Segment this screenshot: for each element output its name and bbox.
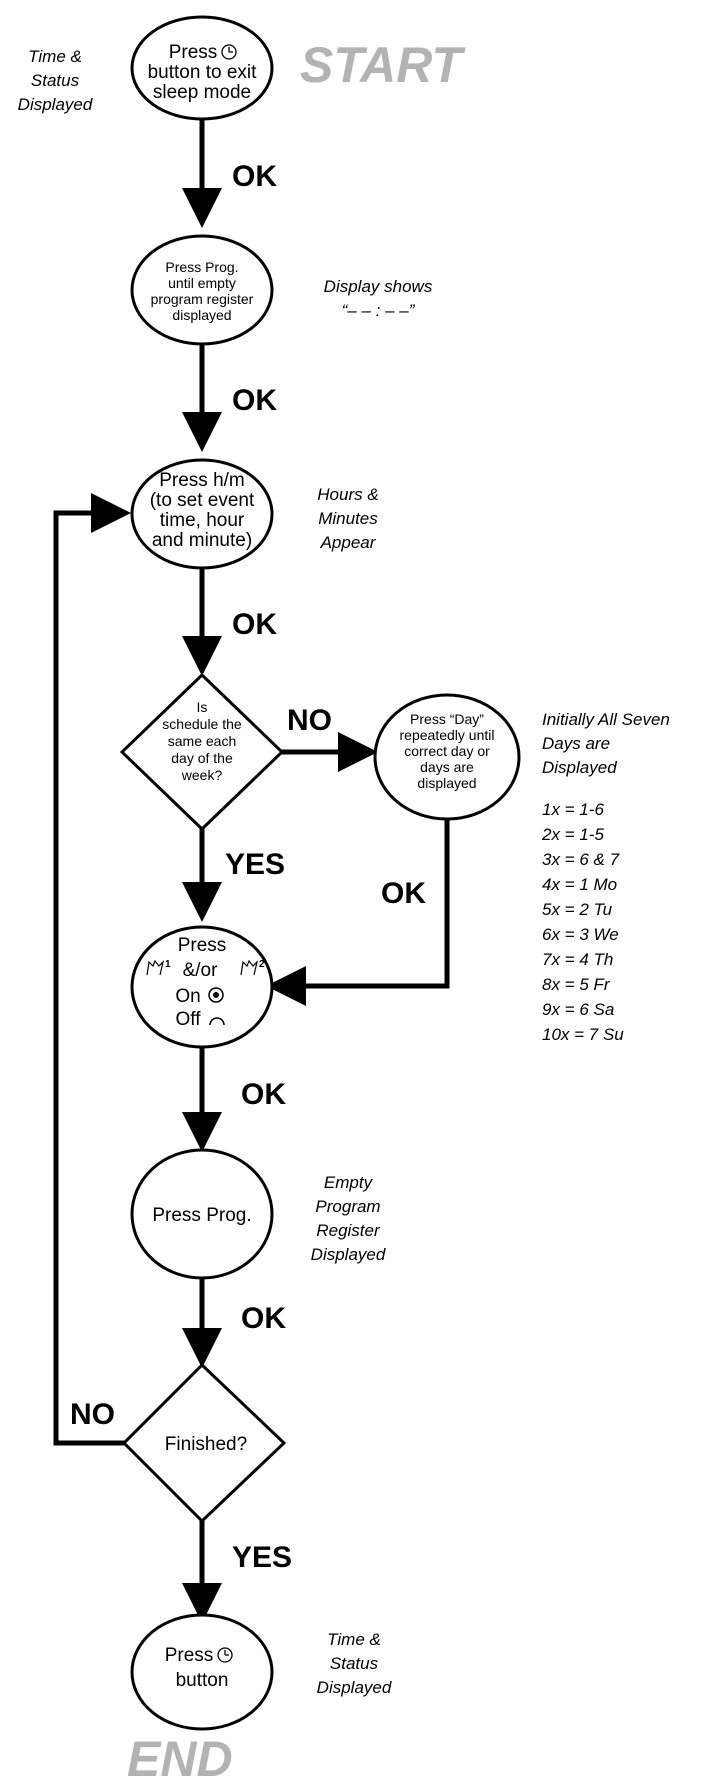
label-no-1: NO [287,704,332,737]
node-press-channel [130,925,274,1049]
clock-icon [221,44,237,60]
label-ok-1: OK [232,160,277,193]
note-hours-minutes-1: Hours & [317,485,378,504]
same-schedule-line-1: Is [197,699,208,715]
end-banner: END [127,1731,233,1781]
press-day-line-5: displayed [417,775,476,791]
node-texts: Press button to exit sleep mode Press Pr… [148,42,495,1691]
note-empty-program-2: Program [315,1197,380,1216]
press-hm-line-4: and minute) [152,530,252,551]
finished-line-1: Finished? [165,1434,247,1455]
note-day-code: 1x = 1-6 [542,800,604,819]
note-empty-program-3: Register [316,1221,381,1240]
label-ok-2: OK [232,384,277,417]
note-day-code: 5x = 2 Tu [542,900,613,919]
note-empty-program-1: Empty [324,1173,374,1192]
exit-sleep-line-1: Press [169,42,218,63]
off-arc-icon [209,1017,225,1026]
same-schedule-line-4: day of the [171,750,233,766]
label-ok-6: OK [241,1302,286,1335]
start-banner: START [300,37,466,93]
node-exit-sleep [130,15,274,121]
svg-text:1: 1 [165,959,171,970]
prog-empty-line-2: until empty [168,275,236,291]
prog-empty-line-1: Press Prog. [165,259,238,275]
note-time-status-top-3: Displayed [18,95,93,114]
side-notes: Time & Status Displayed Display shows “–… [18,47,670,1697]
node-press-prog-empty [130,234,274,346]
press-hm-line-1: Press h/m [159,470,245,491]
prog-empty-line-4: displayed [172,307,231,323]
note-time-status-top-1: Time & [28,47,82,66]
label-no-2: NO [70,1398,115,1431]
node-press-day [373,693,521,821]
label-ok-5: OK [241,1078,286,1111]
note-display-shows-1: Display shows [324,277,433,296]
press-end-line-1: Press [165,1645,214,1666]
note-initially-2: Days are [542,734,610,753]
press-channel-line-2: &/or [183,960,219,981]
same-schedule-line-2: schedule the [162,716,242,732]
edge-labels: OK OK OK NO YES OK OK OK NO YES [70,160,426,1574]
same-schedule-line-3: same each [168,733,236,749]
edge-finished-no-loop [53,493,131,1446]
press-channel-line-3: On [175,986,200,1007]
prog-empty-line-3: program register [151,291,254,307]
press-hm-line-2: (to set event [150,490,255,511]
note-initially-3: Displayed [542,758,617,777]
note-day-code: 2x = 1-5 [541,825,604,844]
edge-day-to-press [266,819,450,1006]
press-channel-line-4: Off [176,1009,202,1030]
connectors [53,118,450,1623]
note-time-status-bottom-1: Time & [327,1630,381,1649]
note-time-status-bottom-2: Status [330,1654,379,1673]
note-day-code: 6x = 3 We [542,925,619,944]
node-press-hm [130,458,274,570]
note-day-code: 7x = 4 Th [542,950,613,969]
press-prog-line-1: Press Prog. [152,1205,251,1226]
svg-text:2: 2 [259,959,265,970]
press-hm-line-3: time, hour [160,510,245,531]
note-day-code: 10x = 7 Su [542,1025,624,1044]
press-day-line-4: days are [420,759,474,775]
note-day-code: 3x = 6 & 7 [542,850,620,869]
press-day-line-3: correct day or [404,743,490,759]
note-hours-minutes-2: Minutes [318,509,378,528]
label-ok-3: OK [232,608,277,641]
exit-sleep-line-2: button to exit [148,62,258,83]
note-empty-program-4: Displayed [311,1245,386,1264]
note-time-status-top-2: Status [31,71,80,90]
node-press-prog [130,1148,274,1280]
channel-1-icon: 1 [146,959,171,976]
note-day-code: 8x = 5 Fr [542,975,611,994]
channel-2-icon: 2 [240,959,265,976]
on-dot-icon [208,987,224,1003]
exit-sleep-line-3: sleep mode [153,82,251,103]
note-day-code: 4x = 1 Mo [542,875,617,894]
note-initially-1: Initially All Seven [542,710,670,729]
clock-icon [217,1647,233,1663]
label-yes-1: YES [225,848,285,881]
node-same-schedule-decision [119,672,285,832]
node-press-end [130,1613,274,1731]
note-hours-minutes-3: Appear [320,533,377,552]
node-finished-decision [121,1362,287,1524]
press-day-line-1: Press “Day” [410,711,484,727]
same-schedule-line-5: week? [181,767,223,783]
label-ok-4: OK [381,877,426,910]
press-day-line-2: repeatedly until [400,727,495,743]
press-end-line-2: button [176,1670,229,1691]
note-time-status-bottom-3: Displayed [317,1678,392,1697]
label-yes-2: YES [232,1541,292,1574]
note-day-code: 9x = 6 Sa [542,1000,614,1019]
press-channel-line-1: Press [178,935,227,956]
note-display-shows-2: “– – : – –” [342,301,416,320]
